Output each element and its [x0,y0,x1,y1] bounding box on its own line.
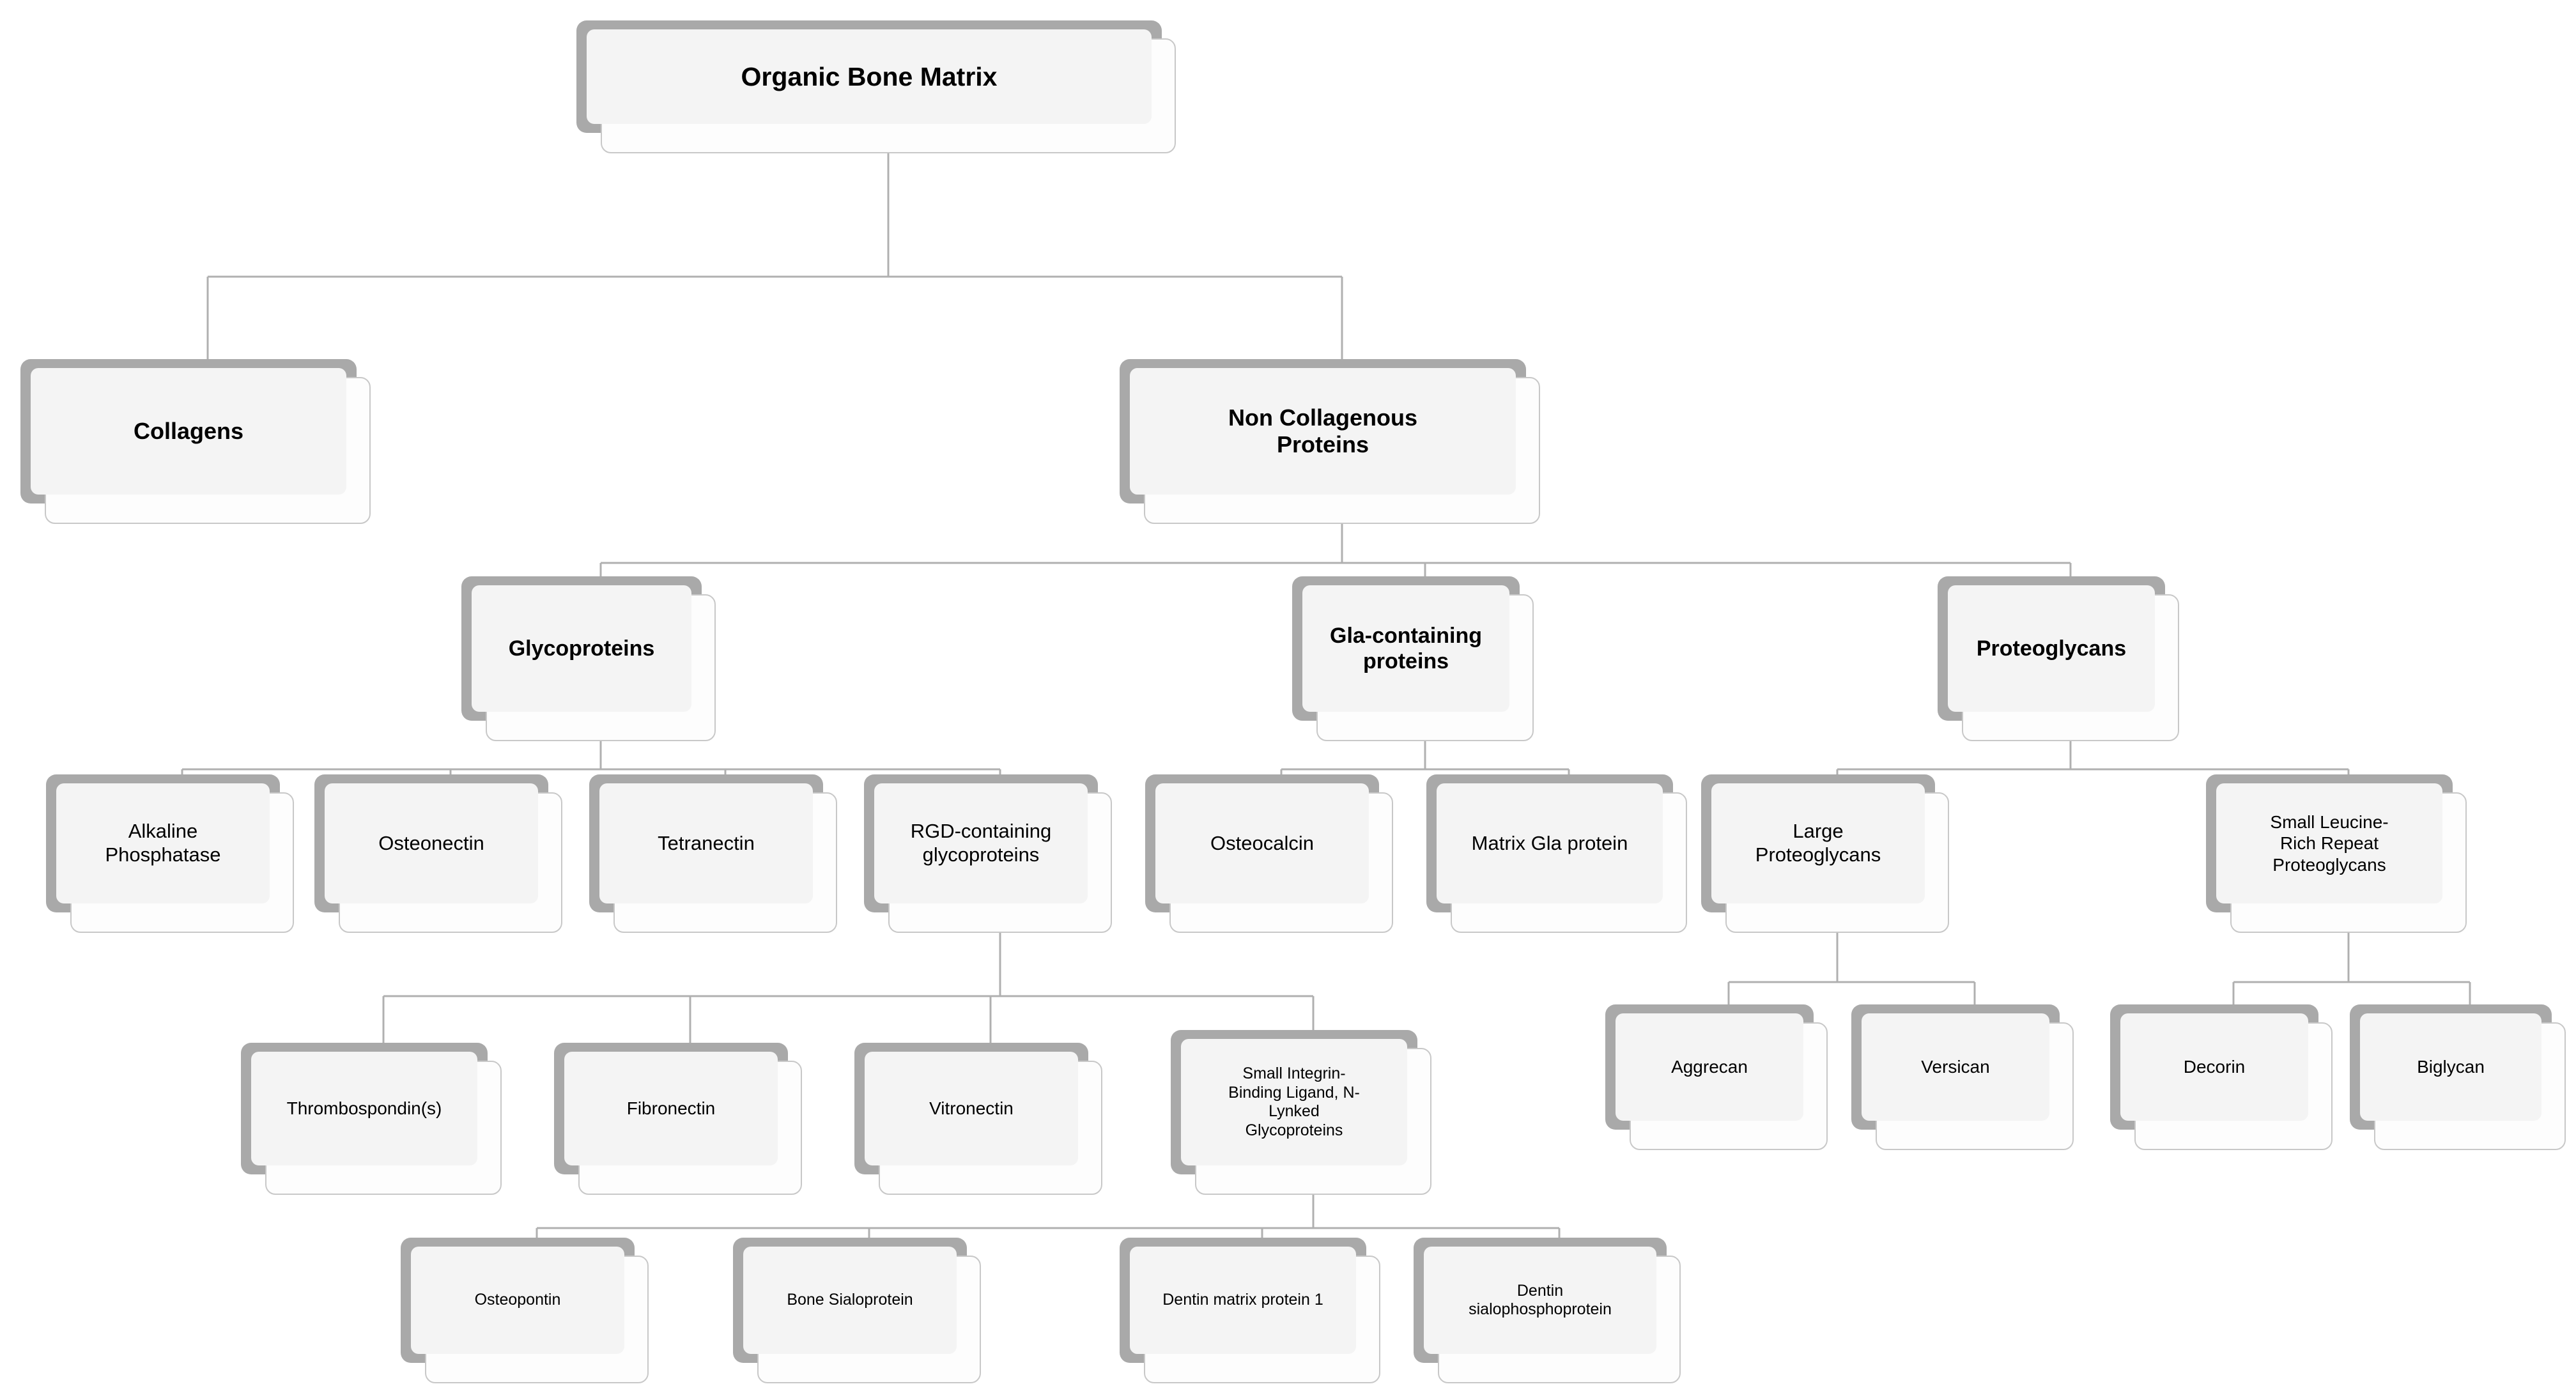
node-label: Alkaline Phosphatase [105,820,221,866]
node-label: Collagens [133,417,244,444]
node-face: Vitronectin [865,1052,1078,1165]
node-label: Decorin [2183,1057,2246,1077]
node-decorin[interactable]: Decorin [2110,1004,2333,1150]
node-face: Proteoglycans [1948,585,2155,712]
node-label: Biglycan [2417,1057,2485,1077]
node-osteopontin[interactable]: Osteopontin [401,1238,649,1383]
node-label: Proteoglycans [1976,636,2127,661]
node-label: Versican [1921,1057,1990,1077]
node-alkaline-phosphatase[interactable]: Alkaline Phosphatase [46,774,294,933]
node-label: Organic Bone Matrix [741,61,998,91]
node-face: Gla-containing proteins [1302,585,1509,712]
node-face: Fibronectin [564,1052,778,1165]
node-label: Thrombospondin(s) [286,1098,442,1119]
node-vitronectin[interactable]: Vitronectin [854,1043,1102,1195]
node-label: Fibronectin [626,1098,716,1119]
node-label: Vitronectin [929,1098,1014,1119]
node-face: Bone Sialoprotein [743,1247,957,1354]
node-label: Aggrecan [1671,1057,1748,1077]
node-large-proteoglycans[interactable]: Large Proteoglycans [1701,774,1949,933]
node-face: Decorin [2120,1013,2308,1121]
node-face: Osteopontin [411,1247,624,1354]
node-bone-sialoprotein[interactable]: Bone Sialoprotein [733,1238,981,1383]
node-label: Glycoproteins [508,636,655,661]
node-organic-bone-matrix[interactable]: Organic Bone Matrix [576,20,1176,153]
node-face: Biglycan [2360,1013,2541,1121]
node-dentin-matrix-protein-1[interactable]: Dentin matrix protein 1 [1120,1238,1380,1383]
node-face: Osteocalcin [1155,783,1369,903]
node-label: Tetranectin [658,831,755,854]
node-face: Tetranectin [599,783,813,903]
node-tetranectin[interactable]: Tetranectin [589,774,837,933]
node-face: Small Integrin- Binding Ligand, N- Lynke… [1181,1039,1407,1165]
node-small-leucine-rich-repeat-proteoglycans[interactable]: Small Leucine- Rich Repeat Proteoglycans [2206,774,2467,933]
node-face: Collagens [31,368,346,495]
node-label: Osteonectin [378,831,484,854]
node-label: Small Integrin- Binding Ligand, N- Lynke… [1228,1064,1360,1139]
node-face: Glycoproteins [472,585,691,712]
node-matrix-gla-protein[interactable]: Matrix Gla protein [1426,774,1687,933]
node-sibling-glycoproteins[interactable]: Small Integrin- Binding Ligand, N- Lynke… [1171,1030,1431,1195]
node-label: Osteocalcin [1210,831,1314,854]
node-versican[interactable]: Versican [1851,1004,2074,1150]
node-biglycan[interactable]: Biglycan [2350,1004,2566,1150]
node-gla-containing-proteins[interactable]: Gla-containing proteins [1292,576,1534,741]
node-label: Osteopontin [474,1291,561,1309]
node-face: Aggrecan [1616,1013,1803,1121]
node-label: Bone Sialoprotein [787,1291,913,1309]
node-non-collagenous-proteins[interactable]: Non Collagenous Proteins [1120,359,1540,524]
node-face: Non Collagenous Proteins [1130,368,1516,495]
node-collagens[interactable]: Collagens [20,359,371,524]
node-face: Matrix Gla protein [1437,783,1663,903]
node-label: Non Collagenous Proteins [1228,404,1417,457]
node-face: Dentin sialophosphoprotein [1424,1247,1656,1354]
node-label: RGD-containing glycoproteins [910,820,1052,866]
node-face: Alkaline Phosphatase [56,783,270,903]
node-rgd-containing-glycoproteins[interactable]: RGD-containing glycoproteins [864,774,1112,933]
node-dentin-sialophosphoprotein[interactable]: Dentin sialophosphoprotein [1414,1238,1681,1383]
node-label: Dentin sialophosphoprotein [1469,1281,1612,1319]
node-proteoglycans[interactable]: Proteoglycans [1938,576,2179,741]
node-label: Dentin matrix protein 1 [1162,1291,1323,1309]
node-label: Small Leucine- Rich Repeat Proteoglycans [2270,812,2389,875]
node-label: Gla-containing proteins [1330,623,1482,673]
node-fibronectin[interactable]: Fibronectin [554,1043,802,1195]
node-aggrecan[interactable]: Aggrecan [1605,1004,1828,1150]
node-label: Matrix Gla protein [1471,831,1628,854]
node-face: Versican [1862,1013,2049,1121]
node-osteocalcin[interactable]: Osteocalcin [1145,774,1393,933]
node-face: Organic Bone Matrix [587,29,1152,124]
node-face: Osteonectin [325,783,538,903]
node-face: RGD-containing glycoproteins [874,783,1088,903]
node-face: Thrombospondin(s) [251,1052,477,1165]
node-thrombospondins[interactable]: Thrombospondin(s) [241,1043,502,1195]
node-osteonectin[interactable]: Osteonectin [314,774,562,933]
node-face: Dentin matrix protein 1 [1130,1247,1356,1354]
node-face: Small Leucine- Rich Repeat Proteoglycans [2216,783,2442,903]
node-face: Large Proteoglycans [1711,783,1925,903]
node-glycoproteins[interactable]: Glycoproteins [461,576,716,741]
node-label: Large Proteoglycans [1755,820,1881,866]
